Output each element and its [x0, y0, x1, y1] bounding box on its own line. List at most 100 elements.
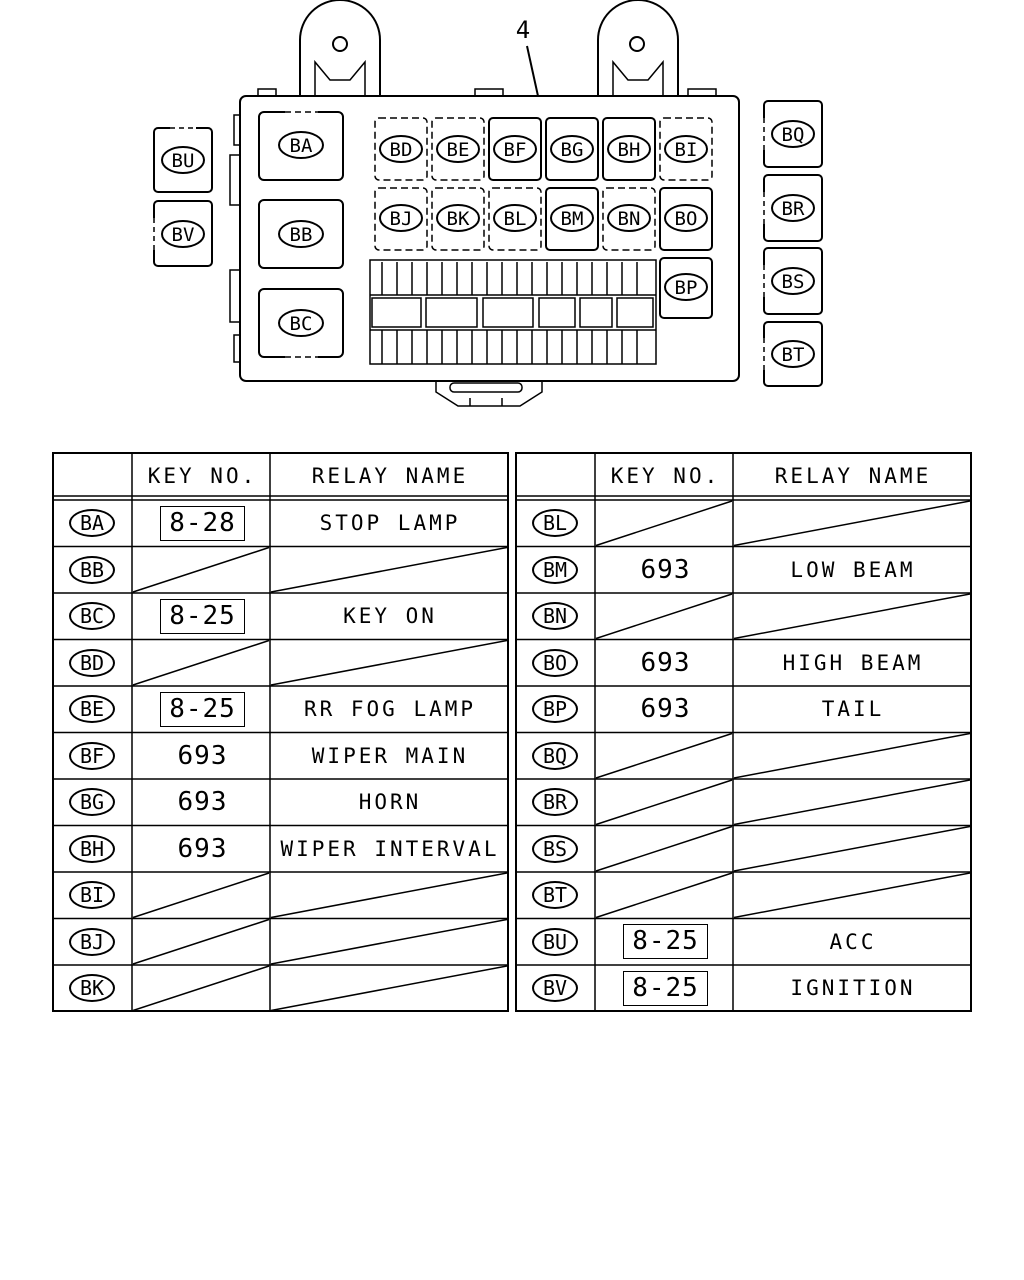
- fuse-row-top: [381, 262, 638, 295]
- relay-slot-BG: BG: [545, 117, 599, 181]
- relay-slot-BR: BR: [762, 174, 823, 242]
- relay-label-BU: BU: [172, 150, 195, 172]
- relay-label-BD: BD: [390, 139, 413, 161]
- top-tab: [474, 88, 504, 97]
- grid-line: [595, 593, 733, 640]
- relay-box-housing: [239, 95, 740, 382]
- grid-line: [132, 639, 270, 686]
- header-relay-name: RELAY NAME: [311, 464, 469, 488]
- table-row: BB: [54, 547, 507, 593]
- relay-slot-BS: BS: [762, 247, 823, 315]
- grid-line: [733, 732, 970, 779]
- relay-slot-BF: BF: [488, 117, 542, 181]
- grid-line: [132, 965, 270, 1010]
- table-row: BS: [517, 826, 970, 872]
- grid-line: [270, 872, 507, 919]
- bottom-connector: [435, 381, 543, 407]
- grid-line: [733, 593, 970, 640]
- table-row: BK: [54, 965, 507, 1011]
- key-number: 693: [640, 554, 691, 585]
- relay-id-badge: BH: [69, 834, 115, 863]
- relay-slot-BQ: BQ: [762, 100, 823, 168]
- header-key-no: KEY NO.: [147, 464, 258, 488]
- relay-id-badge: BN: [532, 602, 578, 630]
- relay-slot-BA: BA: [258, 110, 344, 181]
- grid-line: [733, 872, 970, 919]
- key-number: 693: [177, 787, 228, 817]
- relay-label-BF: BF: [504, 139, 527, 161]
- grid-line: [270, 918, 507, 965]
- key-number: 8-25: [160, 598, 245, 634]
- table-row: BJ: [54, 919, 507, 965]
- relay-slot-BJ: BJ: [374, 187, 428, 251]
- relay-id-badge: BP: [532, 695, 578, 723]
- relay-slot-BN: BN: [602, 187, 656, 251]
- grid-line: [132, 546, 270, 593]
- top-tab: [257, 88, 277, 97]
- mounting-bracket-right: [597, 0, 679, 96]
- relay-name: TAIL: [821, 697, 885, 721]
- key-number: 693: [177, 833, 228, 864]
- key-number: 693: [640, 647, 691, 678]
- relay-id-badge: BR: [532, 788, 578, 816]
- relay-id-badge: BM: [532, 555, 578, 584]
- relay-label-BL: BL: [504, 208, 527, 230]
- relay-label-BP: BP: [675, 277, 698, 299]
- relay-id-badge: BA: [69, 509, 115, 537]
- relay-id-badge: BO: [532, 648, 578, 677]
- relay-label-BE: BE: [447, 139, 470, 161]
- relay-label-BS: BS: [782, 271, 805, 293]
- fuse-row-bottom: [381, 330, 638, 364]
- key-number-cell: 8-25: [597, 965, 734, 1011]
- key-number: 8-25: [160, 691, 245, 727]
- table-row: BP 693 TAIL: [517, 686, 970, 732]
- key-number-cell: 8-25: [597, 919, 734, 965]
- table-grid: [54, 454, 507, 1010]
- relay-slot-BB: BB: [258, 199, 344, 269]
- grid-line: [270, 965, 507, 1010]
- side-clips-left: [229, 114, 240, 363]
- relay-slot-BI: BI: [659, 117, 713, 181]
- key-number: 8-28: [160, 505, 245, 541]
- key-number-cell: 693: [597, 640, 734, 686]
- relay-id-badge: BC: [69, 602, 115, 630]
- relay-label-BT: BT: [782, 344, 805, 366]
- relay-id-badge: BS: [532, 834, 578, 863]
- relay-slot-BP: BP: [659, 257, 713, 319]
- grid-line: [595, 732, 733, 779]
- relay-slot-BV: BV: [152, 200, 213, 267]
- relay-slot-BL: BL: [488, 187, 542, 251]
- key-number: 693: [640, 694, 691, 724]
- table-row: BR: [517, 779, 970, 825]
- relay-slot-BD: BD: [374, 117, 428, 181]
- grid-line: [595, 872, 733, 919]
- grid-line: [270, 639, 507, 686]
- relay-id-badge: BQ: [532, 741, 578, 770]
- grid-line: [595, 779, 733, 826]
- relay-id-badge: BG: [69, 788, 115, 816]
- relay-name: KEY ON: [343, 604, 437, 628]
- relay-label-BA: BA: [290, 135, 313, 157]
- header-key-no: KEY NO.: [610, 464, 721, 488]
- mounting-bracket-left: [299, 0, 381, 96]
- callout-leader: [526, 45, 539, 97]
- relay-id-badge: BD: [69, 648, 115, 677]
- relay-label-BQ: BQ: [782, 124, 805, 146]
- key-number-cell: 8-25: [134, 686, 271, 732]
- relay-id-badge: BK: [69, 974, 115, 1002]
- relay-slot-BK: BK: [431, 187, 485, 251]
- relay-slot-BM: BM: [545, 187, 599, 251]
- relay-slot-BO: BO: [659, 187, 713, 251]
- relay-id-badge: BL: [532, 509, 578, 537]
- relay-box-diagram: 4 BA BB: [152, 0, 823, 407]
- relay-label-BH: BH: [618, 139, 641, 161]
- relay-id-badge: BJ: [69, 927, 115, 956]
- grid-line: [270, 546, 507, 593]
